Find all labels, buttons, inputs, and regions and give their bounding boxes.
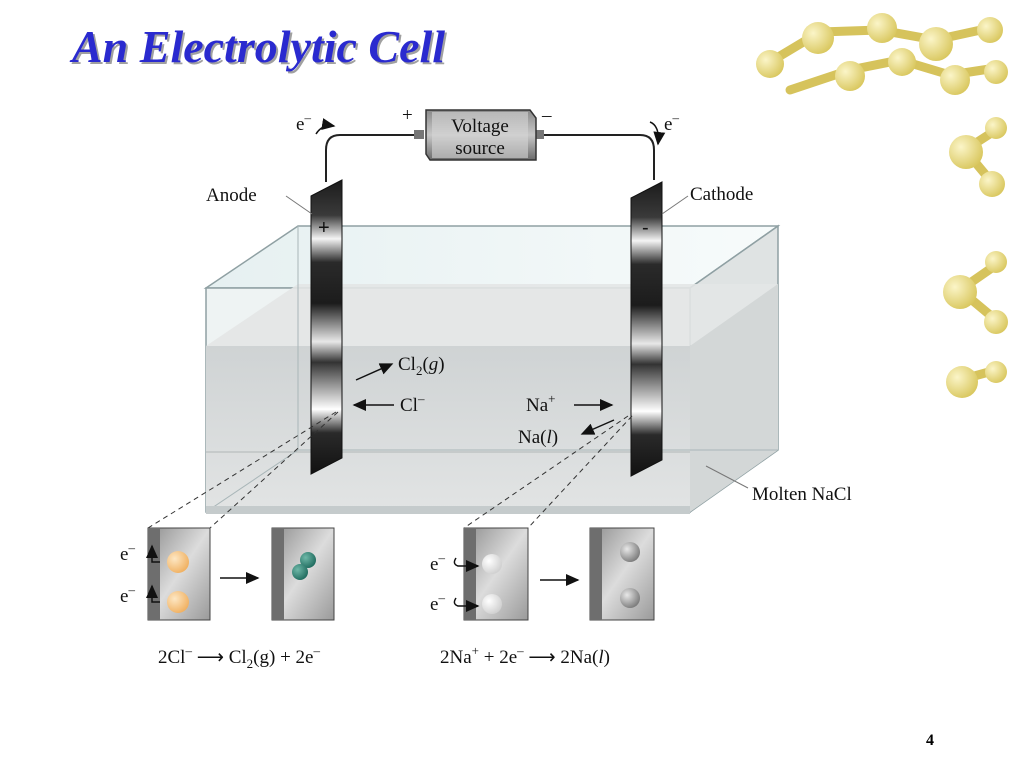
electron-gain-arrow — [453, 597, 480, 612]
electron-arrow-left — [315, 118, 336, 135]
chlorine-molecule-sphere — [300, 552, 316, 568]
inset-electron-label: e– — [120, 540, 135, 565]
electron-flow-left: e– — [296, 110, 311, 135]
zoom-lines — [147, 411, 633, 529]
cl-ion-label: Cl– — [400, 391, 425, 416]
anode-half-reaction: 2Cl– ⟶ Cl2(g) + 2e– — [158, 643, 320, 671]
cathode-electrode — [630, 181, 663, 477]
positive-terminal-sign: + — [402, 105, 413, 126]
electrolysis-tank — [203, 224, 781, 514]
anode-leader-line — [285, 195, 313, 215]
negative-terminal-sign: – — [541, 105, 552, 126]
voltage-source-label-line1: Voltage — [451, 116, 509, 137]
anode-inset-after — [271, 527, 335, 621]
sodium-metal-sphere — [620, 588, 640, 608]
cathode-inset-after — [589, 527, 655, 621]
anode-label: Anode — [206, 185, 257, 206]
anode-inset-before — [147, 527, 211, 621]
anode-sign: + — [318, 217, 330, 239]
cathode-inset-before — [463, 527, 529, 621]
anode-electrode — [310, 179, 343, 475]
sodium-metal-sphere — [620, 542, 640, 562]
cathode-half-reaction: 2Na+ + 2e– ⟶ 2Na(l) — [440, 643, 610, 668]
molten-nacl-label: Molten NaCl — [752, 484, 852, 505]
page-number: 4 — [926, 732, 934, 749]
cl2-arrow — [355, 363, 394, 381]
chlorine-molecule-sphere — [292, 564, 308, 580]
inset-electron-label: e– — [120, 582, 135, 607]
chlorine-ion-sphere — [167, 591, 189, 613]
cathode-leader-line — [661, 195, 689, 215]
electron-arrow-right — [649, 121, 666, 146]
cathode-sign: - — [642, 217, 649, 239]
inset-electron-label: e– — [430, 590, 445, 615]
inset-electron-label: e– — [430, 550, 445, 575]
slide-title: An Electrolytic Cell — [72, 21, 446, 72]
circuit-wire — [325, 134, 655, 182]
na-ion-label: Na+ — [526, 391, 556, 416]
voltage-source: Voltage source — [414, 109, 544, 161]
molten-leader-line — [705, 465, 749, 489]
cathode-label: Cathode — [690, 184, 753, 205]
electron-release-arrow — [146, 544, 160, 563]
cl2-gas-label: Cl2(g) — [398, 354, 445, 378]
na-liquid-label: Na(l) — [518, 427, 558, 448]
voltage-source-label-line2: source — [455, 138, 505, 159]
electron-gain-arrow — [453, 557, 480, 572]
electron-release-arrow — [146, 584, 160, 603]
chlorine-ion-sphere — [167, 551, 189, 573]
sodium-ion-sphere — [482, 554, 502, 574]
sodium-ion-sphere — [482, 594, 502, 614]
electron-flow-right: e– — [664, 110, 679, 135]
na-liquid-arrow — [580, 419, 615, 435]
